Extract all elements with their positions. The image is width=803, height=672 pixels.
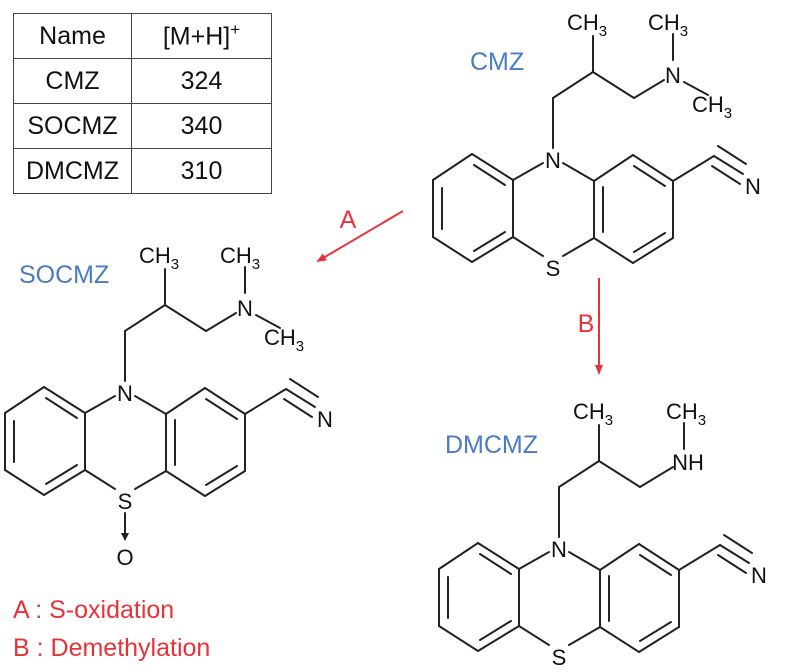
atom-nitrogen: N (551, 537, 567, 562)
compound-dmcmz: DMCMZ N N S CH3 NH CH3 (438, 399, 767, 670)
row-name: CMZ (13, 58, 132, 104)
atom-nitrogen: N (237, 296, 253, 321)
reaction-label-a: A (340, 206, 357, 234)
compound-label-dmcmz: DMCMZ (445, 431, 538, 459)
mass-table: Name [M+H]+ CMZ 324 SOCMZ 340 DMCMZ 310 (13, 13, 272, 194)
atom-nitrogen: N (317, 407, 333, 432)
atom-ch3: CH3 (264, 325, 304, 355)
reaction-label-b: B (578, 310, 595, 338)
dmcmz-skeleton: N N S (438, 534, 767, 670)
atom-ch3: CH3 (139, 243, 179, 273)
atom-oxygen: O (116, 545, 133, 570)
row-mass: 324 (131, 58, 272, 104)
atom-nitrogen: N (117, 381, 133, 406)
compound-label-cmz: CMZ (470, 48, 524, 76)
socmz-skeleton: N N S (4, 378, 333, 514)
reaction-arrow-a (316, 210, 404, 263)
atom-sulfur: S (552, 645, 567, 670)
atom-sulfur: S (118, 489, 133, 514)
atom-nitrogen: N (665, 63, 681, 88)
compound-label-socmz: SOCMZ (19, 261, 109, 289)
header-name: Name (13, 13, 132, 59)
dmcmz-side-chain: CH3 NH CH3 (558, 399, 706, 538)
atom-ch3: CH3 (692, 92, 732, 122)
atom-ch3: CH3 (567, 10, 607, 40)
table-row: DMCMZ 310 (13, 148, 272, 194)
header-mass: [M+H]+ (131, 13, 272, 59)
row-mass: 310 (131, 148, 272, 194)
atom-ch3: CH3 (648, 10, 688, 40)
atom-ch3: CH3 (220, 243, 260, 273)
legend-a: A : S-oxidation (13, 596, 174, 624)
cmz-skeleton: N N S (432, 145, 761, 281)
header-mass-charge: + (230, 20, 241, 40)
header-mass-text: [M+H] (162, 22, 231, 51)
atom-nitrogen: N (751, 563, 767, 588)
atom-nitrogen: N (545, 148, 561, 173)
atom-ch3: CH3 (666, 399, 706, 429)
atom-nh: NH (672, 450, 704, 475)
table-header-row: Name [M+H]+ (13, 13, 272, 59)
atom-ch3: CH3 (573, 399, 613, 429)
atom-nitrogen: N (745, 174, 761, 199)
atom-sulfur: S (546, 256, 561, 281)
table-row: CMZ 324 (13, 58, 272, 104)
legend-b: B : Demethylation (13, 634, 210, 662)
